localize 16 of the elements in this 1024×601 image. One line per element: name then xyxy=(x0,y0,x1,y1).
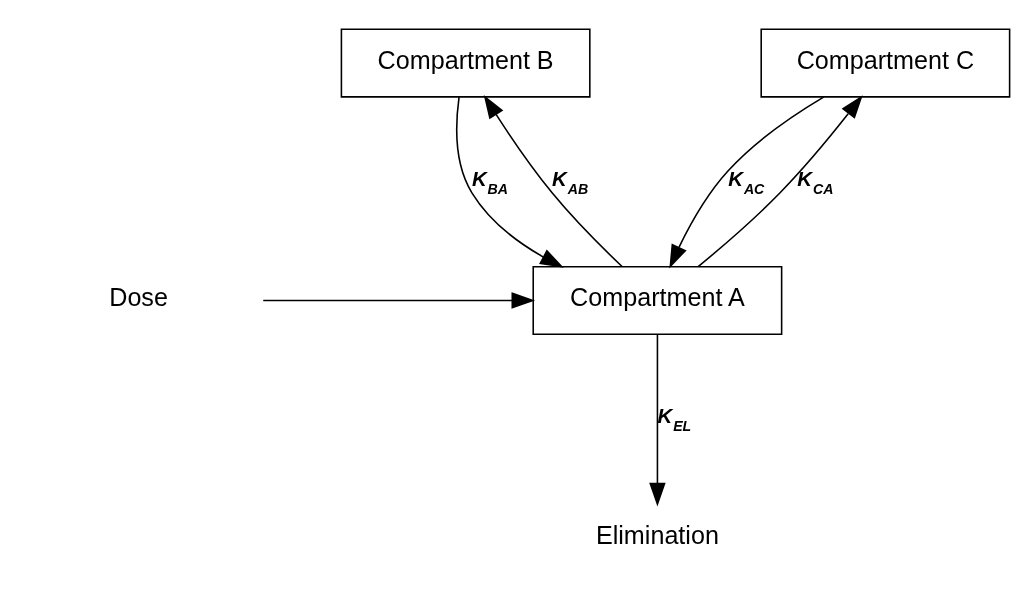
edge-label: K$_{AC}$ xyxy=(728,167,765,197)
node-text: Elimination xyxy=(595,520,719,549)
node-box: Compartment A xyxy=(532,265,783,336)
edge-label: K$_{BA}$ xyxy=(471,167,509,197)
arrow xyxy=(697,95,863,268)
arrow xyxy=(649,333,666,507)
edge-label: K$_{EL}$ xyxy=(657,404,692,434)
node-box: Compartment B xyxy=(340,28,591,98)
node-box: Compartment C xyxy=(760,28,1011,98)
node-text: Dose xyxy=(109,283,168,312)
edge-label: K$_{AB}$ xyxy=(552,167,589,197)
arrow xyxy=(262,292,536,309)
arrow xyxy=(456,96,564,268)
arrow xyxy=(669,96,825,269)
arrow xyxy=(483,94,623,268)
edge-label: K$_{CA}$ xyxy=(797,167,834,197)
